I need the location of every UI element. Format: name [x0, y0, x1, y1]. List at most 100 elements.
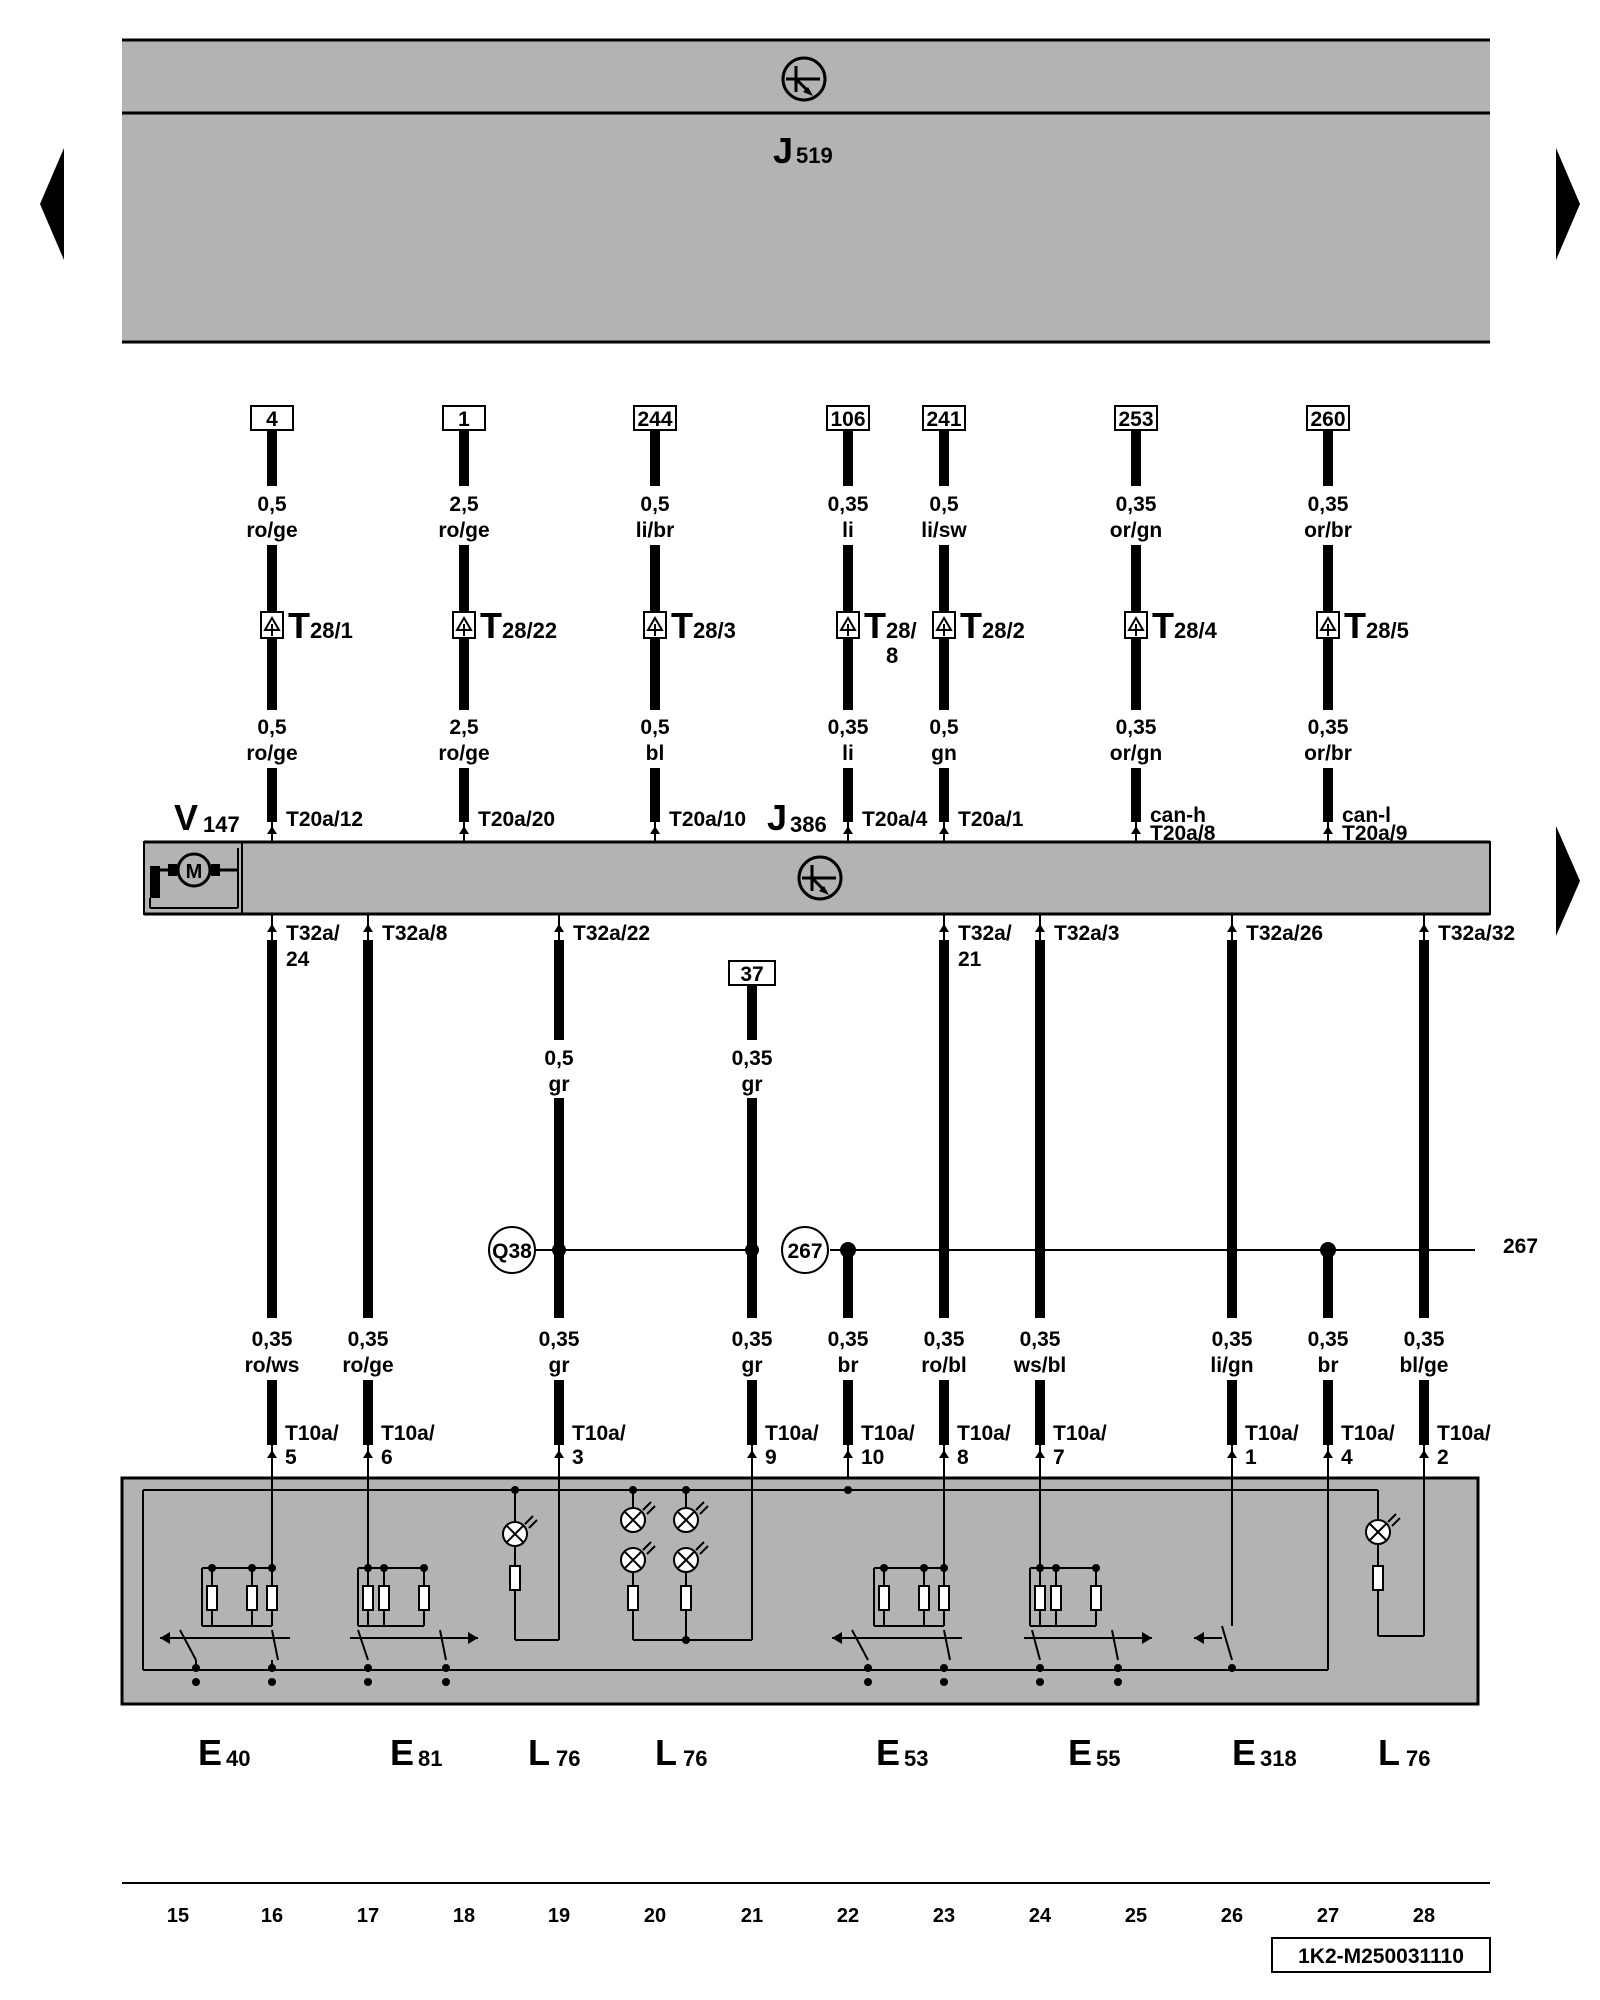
- connector-name: T: [671, 605, 693, 646]
- column-number: 16: [261, 1905, 283, 1927]
- wire-size: 0,35: [1116, 716, 1157, 739]
- wire-size: 0,35: [1116, 493, 1157, 516]
- wire-color: li/gn: [1210, 1354, 1253, 1377]
- component-sub: 76: [1406, 1746, 1430, 1771]
- component-name: L: [1378, 1732, 1400, 1773]
- wire-color: bl: [646, 742, 665, 765]
- component-sub: 76: [683, 1746, 707, 1771]
- component-sub: 81: [418, 1746, 442, 1771]
- wire-ref: 4: [266, 408, 278, 431]
- wire-color: ro/ge: [246, 519, 297, 542]
- wire-size: 0,35: [732, 1047, 773, 1070]
- wire-size: 0,5: [640, 493, 670, 516]
- wire-color: ro/ge: [246, 742, 297, 765]
- diagram-id: 1K2-M250031110: [1298, 1945, 1464, 1968]
- pin-label-cont: 1: [1245, 1446, 1257, 1469]
- wire-color: bl/ge: [1399, 1354, 1448, 1377]
- pin-label-cont: 24: [286, 948, 310, 971]
- pin-label-cont: 2: [1437, 1446, 1449, 1469]
- wire-size: 0,5: [257, 493, 287, 516]
- next-page-arrow-lower[interactable]: [1556, 826, 1580, 936]
- wire-size: 0,35: [1308, 716, 1349, 739]
- component-name: E: [1068, 1732, 1092, 1773]
- column-number: 24: [1029, 1905, 1052, 1927]
- pin-label-cont: 10: [861, 1446, 884, 1469]
- pin-label: T20a/9: [1342, 822, 1407, 845]
- wire-size: 0,5: [257, 716, 287, 739]
- wire-size: 0,35: [828, 1328, 869, 1351]
- connector-name: T: [1152, 605, 1174, 646]
- connector-pin: 28/5: [1366, 618, 1409, 643]
- connector-pin: 28/: [886, 618, 917, 643]
- pin-label: T32a/: [286, 922, 340, 945]
- pin-label: T10a/: [957, 1422, 1011, 1445]
- ground-bus: Q38 267 267: [488, 1226, 1538, 1274]
- wire-color: br: [838, 1354, 859, 1377]
- pin-prefix: can-h: [1150, 804, 1206, 827]
- component-name: E: [876, 1732, 900, 1773]
- pin-label: T10a/: [861, 1422, 915, 1445]
- pin-label-cont: 7: [1053, 1446, 1065, 1469]
- pin-label: T20a/10: [669, 808, 746, 831]
- motor-icon: M: [149, 848, 239, 909]
- column-number: 25: [1125, 1905, 1147, 1927]
- next-page-arrow[interactable]: [1556, 148, 1580, 260]
- connector-pin: 28/1: [310, 618, 353, 643]
- pin-label: T10a/: [1245, 1422, 1299, 1445]
- control-unit-top: J 519: [122, 38, 1490, 344]
- pin-label-cont: 4: [1341, 1446, 1353, 1469]
- wire-size: 0,35: [1404, 1328, 1445, 1351]
- wire-ref: 244: [637, 408, 672, 431]
- wire-size: 2,5: [449, 493, 479, 516]
- column-number: 20: [644, 1905, 666, 1927]
- pin-label: T10a/: [285, 1422, 339, 1445]
- wire-size: 0,5: [544, 1047, 574, 1070]
- connector-name: T: [864, 605, 886, 646]
- wire-color: gn: [931, 742, 957, 765]
- pin-label: T10a/: [765, 1422, 819, 1445]
- wire-color: li/br: [636, 519, 675, 542]
- wire-size: 0,35: [1020, 1328, 1061, 1351]
- pin-label: T32a/22: [573, 922, 650, 945]
- wire-color: li: [842, 519, 854, 542]
- component-name: E: [1232, 1732, 1256, 1773]
- connector-name: T: [960, 605, 982, 646]
- pin-label: T32a/8: [382, 922, 448, 945]
- component-name: L: [528, 1732, 550, 1773]
- prev-page-arrow[interactable]: [40, 148, 64, 260]
- pin-label: T32a/26: [1246, 922, 1323, 945]
- switch-panel: [120, 1458, 1480, 1706]
- pin-label: T20a/4: [862, 808, 928, 831]
- column-number: 27: [1317, 1905, 1339, 1927]
- connector-pin: 28/3: [693, 618, 736, 643]
- column-number: 18: [453, 1905, 475, 1927]
- pin-label-cont: 8: [957, 1446, 969, 1469]
- wire-size: 0,35: [1308, 1328, 1349, 1351]
- motor-name: V: [174, 797, 198, 838]
- wire-color: gr: [549, 1354, 570, 1377]
- pin-label: T10a/: [1053, 1422, 1107, 1445]
- component-name: E: [198, 1732, 222, 1773]
- column-number: 28: [1413, 1905, 1435, 1927]
- wire-size: 0,35: [1308, 493, 1349, 516]
- component-sub: 76: [556, 1746, 580, 1771]
- wire-ref: 106: [830, 408, 865, 431]
- column-number: 22: [837, 1905, 859, 1927]
- wire-size: 0,5: [929, 493, 959, 516]
